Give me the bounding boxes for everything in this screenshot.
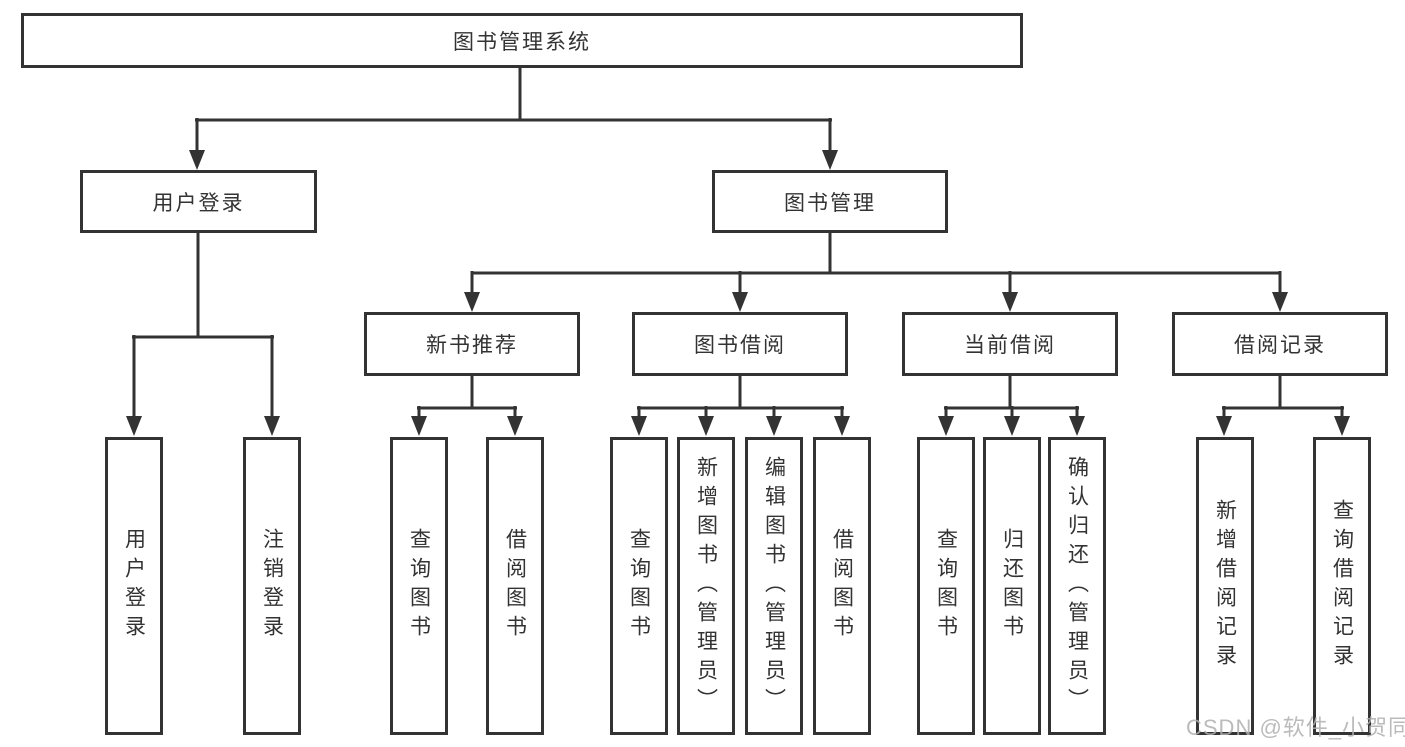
node-query-books-borrow: 查询图书: [610, 437, 668, 735]
node-logout-label: 注销登录: [260, 528, 284, 644]
node-confirm-return-admin-label: 确认归还（管理员）: [1065, 455, 1089, 717]
node-borrowing-records: 借阅记录: [1172, 312, 1388, 376]
node-query-borrow-record-label: 查询借阅记录: [1330, 499, 1354, 673]
node-book-borrowing-label: 图书借阅: [694, 334, 786, 357]
node-user-login-leaf-label: 用户登录: [122, 528, 146, 644]
watermark: CSDN @软件_小贺同学: [1186, 715, 1405, 740]
node-query-books-current-label: 查询图书: [934, 528, 958, 644]
node-add-books-admin: 新增图书（管理员）: [677, 437, 735, 735]
node-borrow-books-leaf-label: 借阅图书: [830, 528, 854, 644]
node-book-borrowing: 图书借阅: [632, 312, 848, 376]
node-book-management: 图书管理: [712, 170, 948, 233]
node-edit-books-admin-label: 编辑图书（管理员）: [762, 455, 786, 717]
node-query-books-recommend: 查询图书: [390, 437, 448, 735]
node-edit-books-admin: 编辑图书（管理员）: [745, 437, 803, 735]
node-query-books-borrow-label: 查询图书: [627, 528, 651, 644]
node-add-borrow-record-label: 新增借阅记录: [1213, 499, 1237, 673]
node-borrow-books-recommend: 借阅图书: [486, 437, 544, 735]
node-library-system-label: 图书管理系统: [453, 30, 591, 54]
node-new-book-recommendation-label: 新书推荐: [426, 334, 518, 357]
node-return-books-label: 归还图书: [1000, 528, 1024, 644]
node-book-management-label: 图书管理: [784, 191, 876, 215]
node-query-books-recommend-label: 查询图书: [407, 528, 431, 644]
node-logout: 注销登录: [243, 437, 301, 735]
node-user-login-leaf: 用户登录: [105, 437, 163, 735]
node-borrow-books-recommend-label: 借阅图书: [503, 528, 527, 644]
node-add-books-admin-label: 新增图书（管理员）: [694, 455, 718, 717]
node-return-books: 归还图书: [983, 437, 1041, 735]
node-query-books-current: 查询图书: [917, 437, 975, 735]
node-current-borrowing-label: 当前借阅: [964, 334, 1056, 357]
node-user-login-label: 用户登录: [152, 191, 245, 215]
node-borrowing-records-label: 借阅记录: [1234, 334, 1326, 357]
node-new-book-recommendation: 新书推荐: [364, 312, 580, 376]
node-borrow-books-leaf: 借阅图书: [813, 437, 871, 735]
node-user-login: 用户登录: [80, 170, 317, 233]
node-query-borrow-record: 查询借阅记录: [1313, 437, 1371, 735]
node-confirm-return-admin: 确认归还（管理员）: [1048, 437, 1106, 735]
node-current-borrowing: 当前借阅: [902, 312, 1118, 376]
node-library-system: 图书管理系统: [21, 13, 1023, 68]
arrowheads: [126, 150, 1350, 436]
node-add-borrow-record: 新增借阅记录: [1196, 437, 1254, 735]
